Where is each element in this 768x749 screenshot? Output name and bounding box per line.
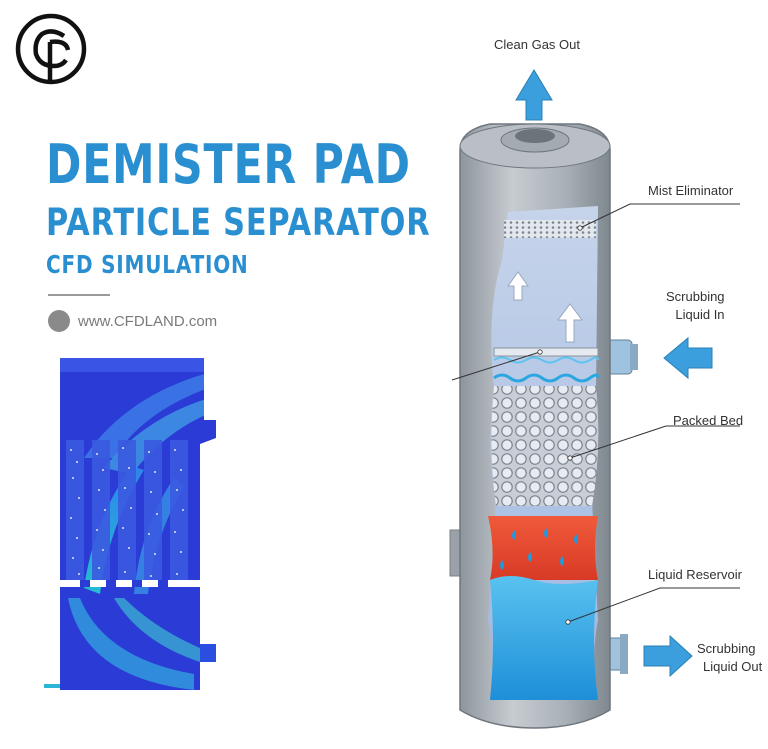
label-mist-eliminator: Mist Eliminator: [648, 183, 734, 198]
label-packed-bed: Packed Bed: [673, 413, 744, 428]
globe-icon: [48, 310, 70, 332]
gas-out-arrow-icon: [515, 69, 553, 121]
page-tagline: CFD SIMULATION: [46, 250, 249, 279]
label-clean-gas-out: Clean Gas Out: [494, 37, 580, 52]
website-url: www.CFDLAND.com: [78, 312, 218, 330]
label-scrubbing-liquid-in: Scrubbing Liquid In: [666, 289, 725, 322]
liquid-out-arrow-icon: [643, 634, 693, 678]
cfd-contour-image: [44, 358, 216, 690]
label-liquid-reservoir: Liquid Reservoir: [648, 567, 742, 582]
scrubber-diagram: [449, 69, 740, 729]
page-subtitle: PARTICLE SEPARATOR: [46, 201, 431, 244]
page-title: DEMISTER PAD: [46, 133, 411, 196]
title-divider: [48, 294, 110, 296]
website-link[interactable]: www.CFDLAND.com: [48, 310, 217, 332]
label-scrubbing-liquid-out: Scrubbing Liquid Out: [697, 641, 763, 674]
cfdland-logo-icon: [15, 13, 87, 85]
liquid-in-arrow-icon: [663, 336, 713, 380]
